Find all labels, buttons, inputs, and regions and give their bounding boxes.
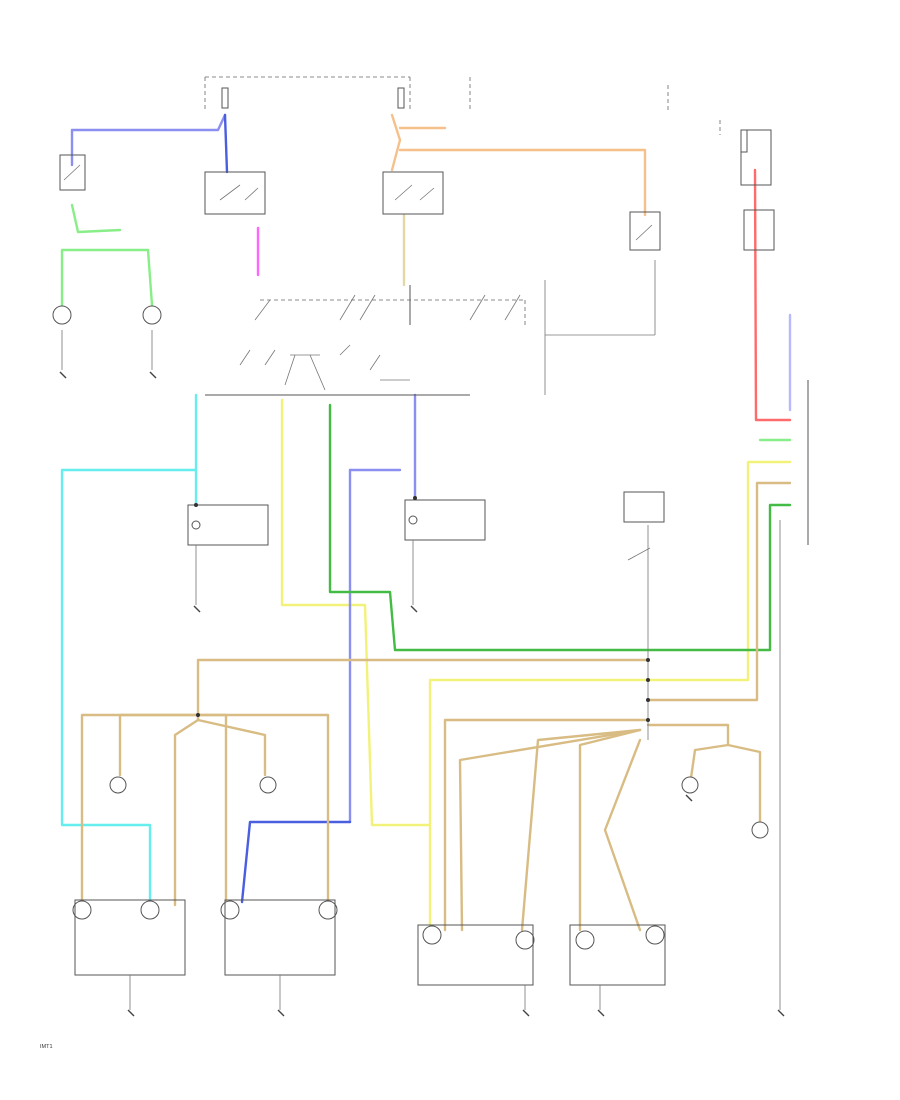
wire-deep-blue-top <box>223 113 229 174</box>
ground-symbols <box>59 371 785 1017</box>
wire-red <box>753 168 792 422</box>
hazard-switch-box <box>382 171 444 215</box>
wire-cyan <box>60 393 198 907</box>
brake-switch-box <box>59 154 86 191</box>
wire-blue-mid <box>348 393 417 824</box>
battery-box <box>740 129 775 251</box>
turn-signal-switch-assembly <box>205 280 546 396</box>
wire-blue-top <box>70 113 227 167</box>
brake-switch-lower <box>623 491 665 561</box>
lower-left-lamps <box>72 899 338 976</box>
diagram-code: IMT1 <box>40 1044 53 1050</box>
top-power-bus <box>204 76 721 135</box>
wire-green-top <box>60 203 154 307</box>
fuse-block <box>221 87 748 153</box>
right-turn-indicator <box>404 499 486 541</box>
wire-dark-green <box>328 403 792 652</box>
turn-fuse-switch-box <box>204 171 266 215</box>
upper-lamps <box>52 305 162 325</box>
wire-deep-blue-bottom <box>240 820 352 904</box>
wire-yellow <box>280 398 792 932</box>
wire-tan <box>80 481 792 932</box>
splice-dots <box>194 496 650 722</box>
lower-right-lamps <box>417 924 666 986</box>
middle-lamps <box>109 776 769 839</box>
left-turn-indicator <box>187 504 269 546</box>
black-wire-drops <box>61 260 781 1010</box>
brake-relay-box <box>629 211 661 251</box>
wire-peach <box>390 113 647 217</box>
